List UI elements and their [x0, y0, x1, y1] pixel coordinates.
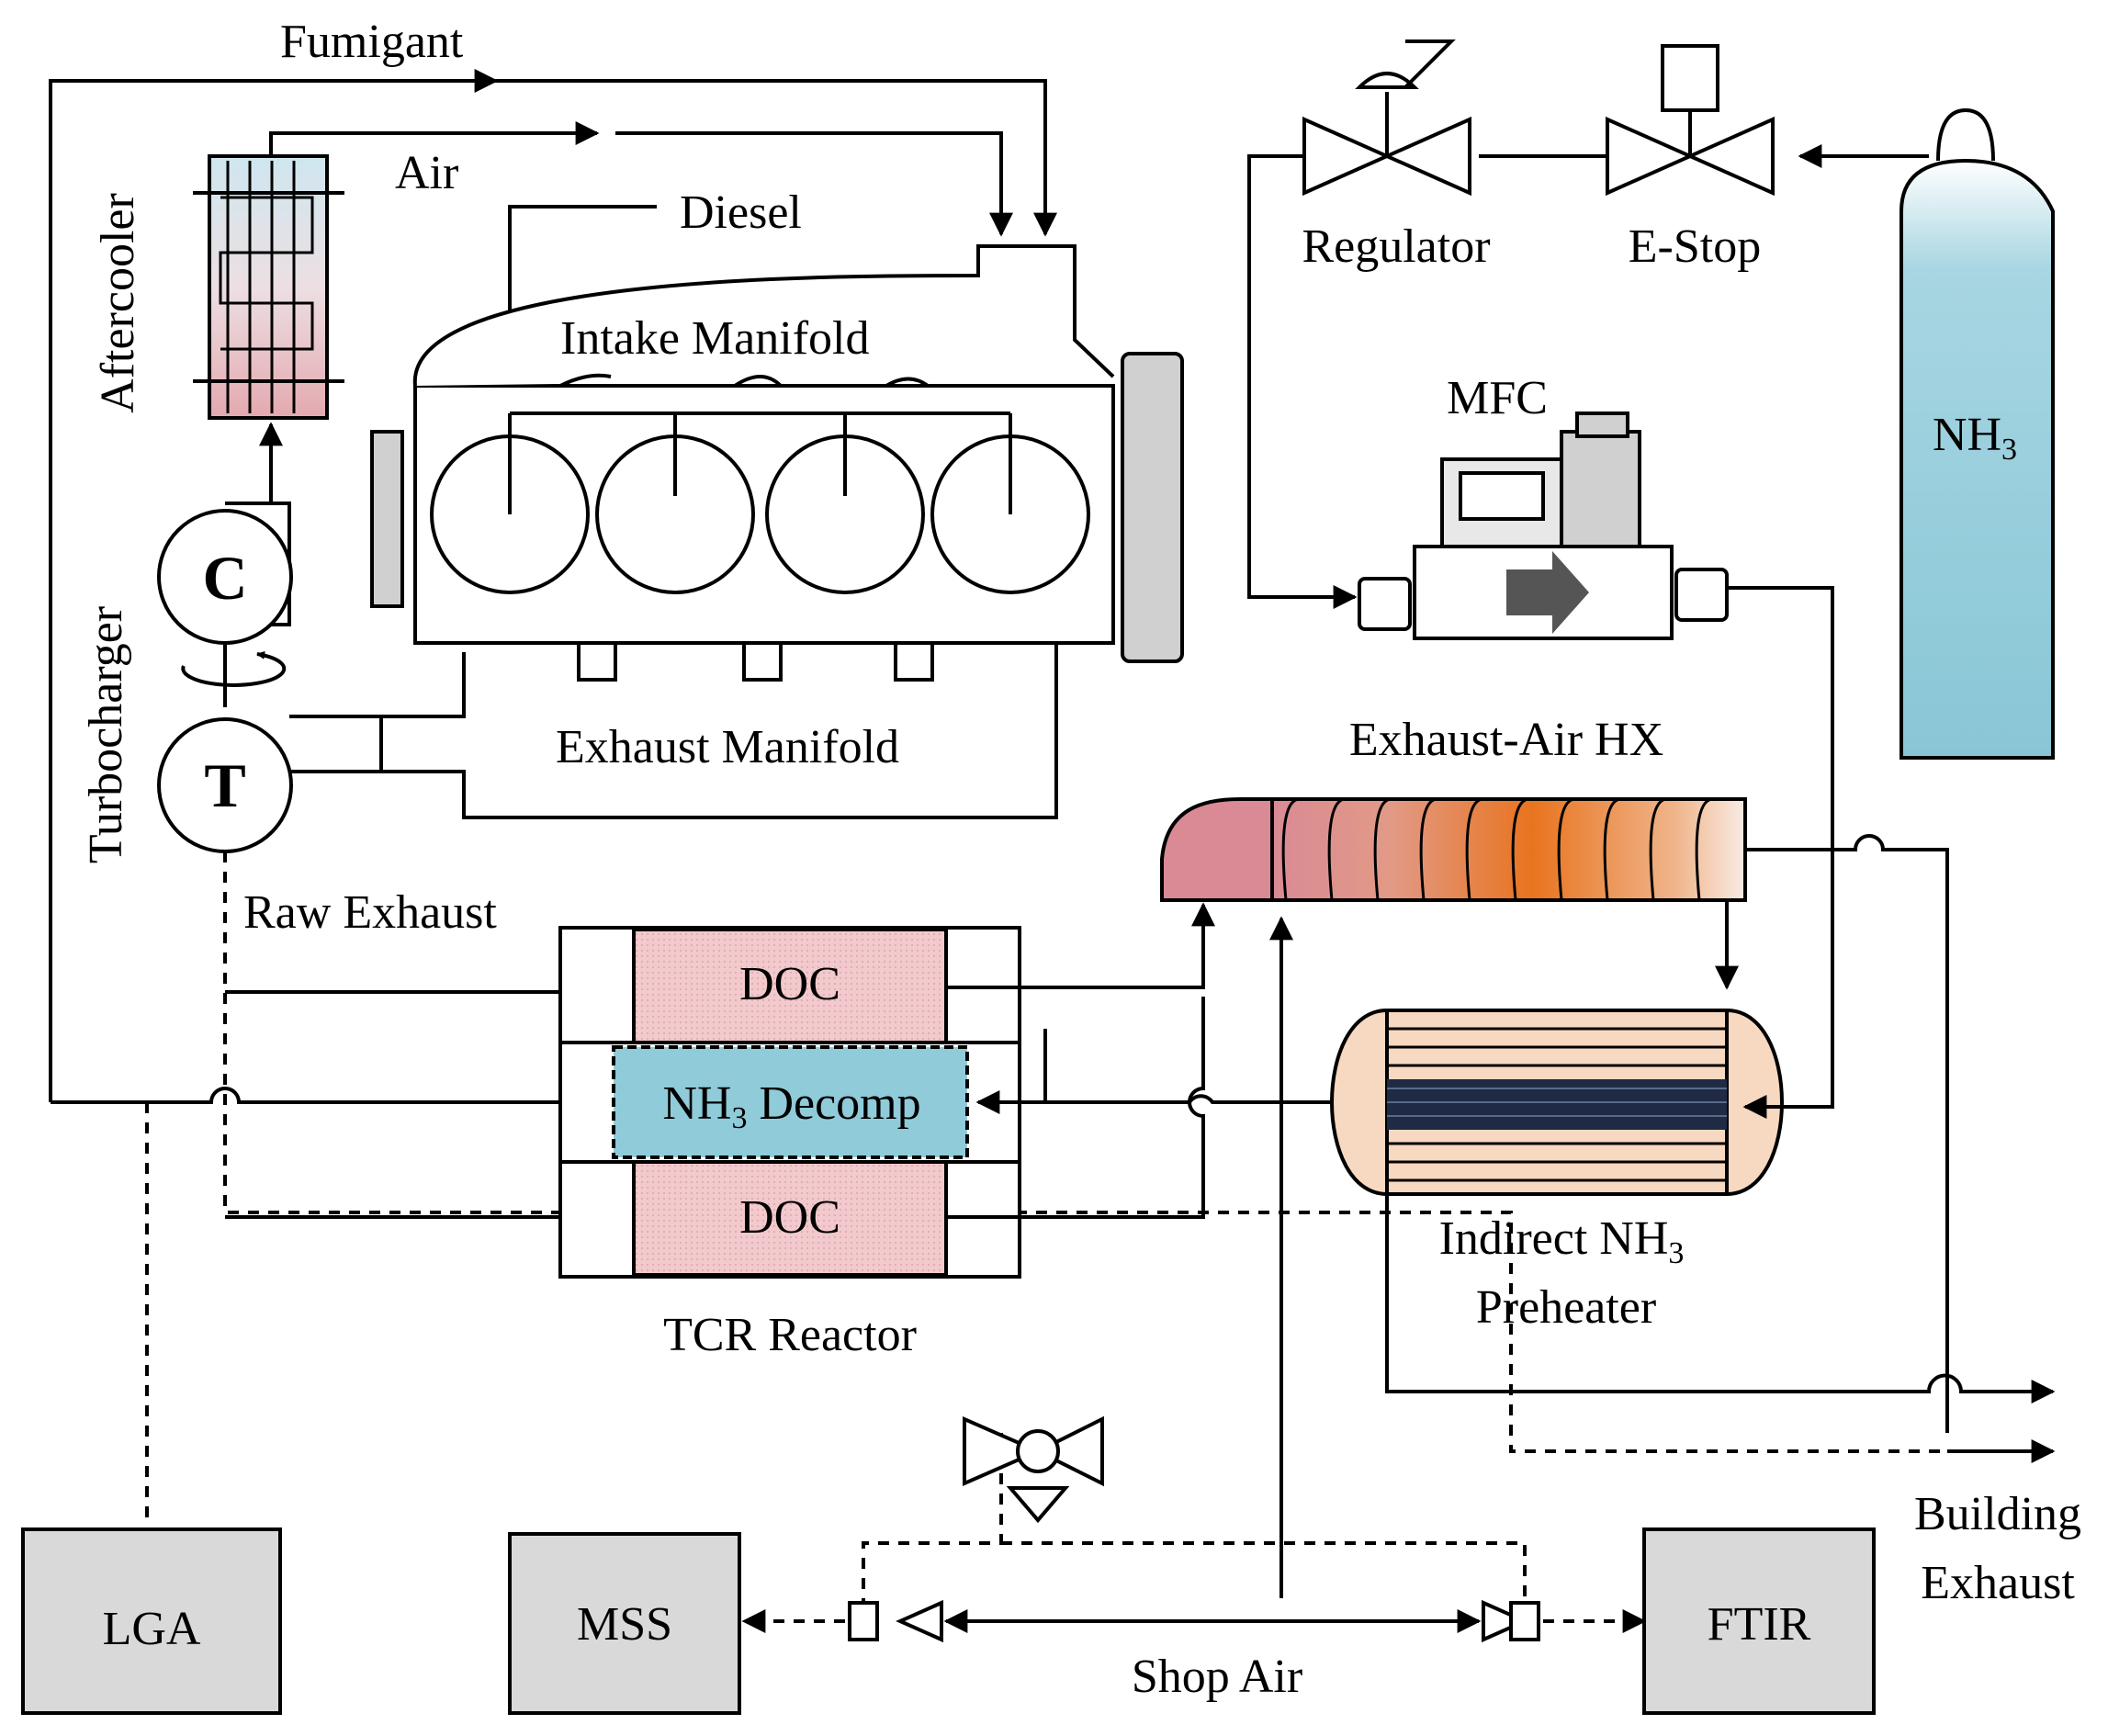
regulator-dome — [1355, 72, 1419, 156]
air-label: Air — [395, 147, 458, 199]
building-exhaust-label-1: Building — [1914, 1488, 2081, 1540]
mfc-valve-body — [1560, 430, 1641, 548]
doc-top-box — [632, 928, 948, 1044]
turbocharger-label: Turbocharger — [80, 606, 132, 863]
building-exhaust-label-2: Exhaust — [1921, 1557, 2075, 1609]
sample-valve-ball — [1016, 1429, 1060, 1473]
mfc-label: MFC — [1447, 372, 1548, 424]
air-line-b — [615, 131, 1013, 237]
mss-box — [508, 1532, 741, 1715]
aftercooler-tubes — [226, 161, 296, 413]
aftercooler-coil — [219, 196, 314, 351]
estop-actuator — [1661, 44, 1719, 112]
regulator-to-mfc — [1247, 154, 1607, 597]
turbo-rotation — [181, 650, 287, 687]
preheater-tubes — [1387, 1027, 1727, 1182]
sample-valve-actuator — [1006, 1486, 1070, 1524]
preheater-core-lines — [1387, 1088, 1727, 1117]
mfc-outlet-fitting — [1674, 568, 1729, 622]
nh3-decomp-box — [612, 1045, 969, 1159]
mfc-display — [1459, 471, 1545, 521]
raw-exhaust-label: Raw Exhaust — [243, 886, 497, 939]
exhaust-ports — [577, 643, 934, 682]
lga-label: LGA — [103, 1603, 201, 1655]
preheater-to-decomp — [975, 1090, 1341, 1114]
fumigant-line — [49, 79, 1057, 1102]
intake-runners — [559, 373, 930, 388]
injectors — [508, 432, 1012, 514]
fumigant-label: Fumigant — [280, 16, 464, 68]
diesel-label: Diesel — [680, 186, 802, 239]
decomp-return — [51, 1087, 565, 1104]
air-line-a — [269, 121, 600, 156]
engine-flywheel — [1121, 352, 1184, 663]
exhaust-air-hx-label: Exhaust-Air HX — [1349, 714, 1663, 766]
sample-line-raw — [223, 851, 2053, 1453]
doc-top-outlet — [946, 902, 1215, 989]
mfc-flow-arrow — [1506, 551, 1589, 634]
tank-valve-cap — [1936, 107, 1995, 162]
exhaust-to-turbine — [289, 643, 1058, 819]
aftercooler-label: Aftercooler — [92, 193, 144, 413]
intake-manifold-shell — [412, 244, 1115, 387]
shop-air-label: Shop Air — [1132, 1651, 1302, 1703]
preheater-label-line2: Preheater — [1476, 1281, 1656, 1334]
check-valve-mss — [896, 1599, 943, 1643]
hx-exhaust-out — [1745, 834, 1949, 1433]
nh3-tank-label: NH3 — [1933, 409, 2017, 467]
exhaust-manifold-label: Exhaust Manifold — [556, 721, 899, 773]
hx-coils — [1281, 797, 1714, 901]
doc-top-label: DOC — [739, 958, 840, 1010]
engine-pulley-left — [370, 430, 404, 608]
preheater-label-line1: Indirect NH3 — [1439, 1212, 1685, 1270]
nh3-tank-body — [1899, 158, 2055, 760]
check-valve-ftir — [1482, 1599, 1529, 1643]
ftir-label: FTIR — [1708, 1598, 1811, 1651]
mfc-outlet-line — [1727, 586, 1834, 625]
mss-inlet-block — [848, 1601, 879, 1641]
preheater-exhaust-out — [1385, 1194, 2056, 1403]
nh3-decomp-label: NH3 Decomp — [662, 1077, 920, 1135]
compressor-label: C — [202, 543, 247, 613]
hx-inlet-header — [1160, 797, 1274, 902]
ftir-box — [1642, 1527, 1876, 1715]
doc-bottom-box — [632, 1160, 948, 1277]
doc-bottom-label: DOC — [739, 1191, 840, 1244]
mfc-inlet-fitting — [1358, 577, 1412, 631]
lga-box — [21, 1527, 282, 1715]
regulator-label: Regulator — [1302, 220, 1490, 273]
aftercooler-fins — [193, 191, 344, 383]
hx-body — [1270, 797, 1747, 902]
tcr-reactor-label: TCR Reactor — [663, 1309, 917, 1361]
mfc-to-preheater — [1742, 597, 1834, 1119]
mfc-valve-cap — [1575, 411, 1629, 438]
intake-manifold-label: Intake Manifold — [560, 312, 869, 365]
regulator-spring — [1403, 39, 1456, 89]
turbine-label: T — [204, 750, 245, 820]
mss-label: MSS — [577, 1598, 672, 1651]
estop-label: E-Stop — [1629, 220, 1761, 273]
preheater-core — [1387, 1079, 1727, 1130]
ftir-inlet-block — [1509, 1601, 1540, 1641]
